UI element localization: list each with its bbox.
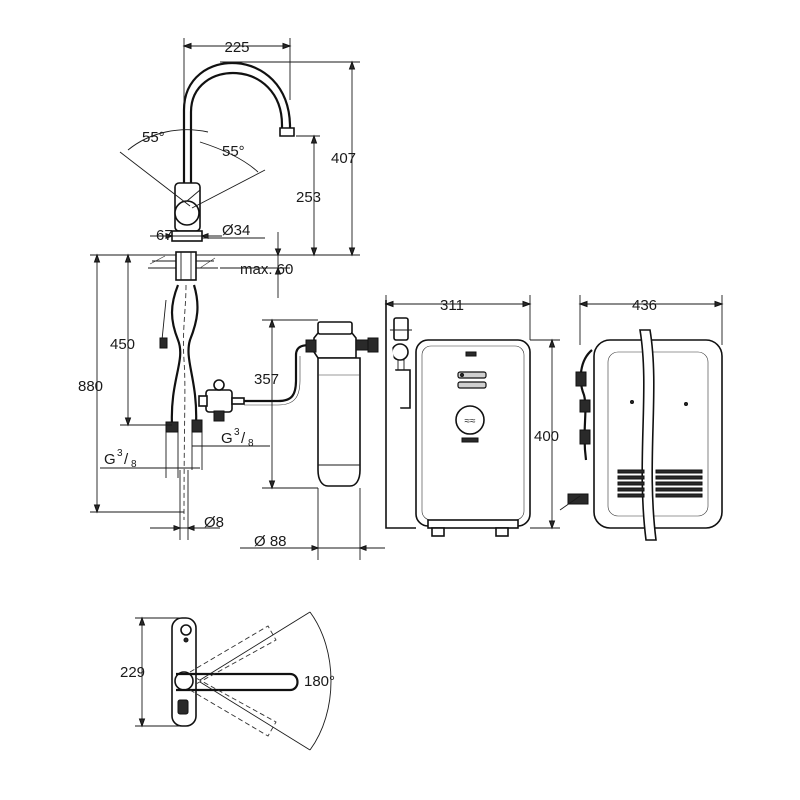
boiler-front: ≈≈ [385, 300, 531, 537]
boiler-side [559, 329, 723, 541]
faucet-handle [174, 200, 200, 226]
hose-center-dashed [182, 284, 187, 521]
svg-text:≈≈: ≈≈ [465, 416, 476, 427]
connection-left-g: G [104, 451, 116, 468]
dim-height-total: 407 [331, 150, 356, 167]
hose-left [170, 284, 182, 426]
filter-dimensions [240, 318, 385, 560]
hose-to-filter-inner [244, 356, 301, 406]
hose-fitting-left [165, 421, 179, 433]
dim-pipe-diameter: Ø8 [204, 514, 224, 531]
dim-base-diameter: Ø34 [222, 222, 250, 239]
connection-left-den: 8 [131, 459, 137, 470]
vent-grille-right [655, 469, 703, 498]
spout-inner [189, 71, 284, 185]
vent-grille-left [617, 469, 645, 498]
faucet-dimensions [90, 38, 360, 540]
dim-install-depth: 880 [78, 378, 103, 395]
dim-spout-reach: 225 [224, 39, 249, 56]
dim-hose-length: 450 [110, 336, 135, 353]
countertop-hatch-1 [149, 255, 166, 265]
spout-tip [279, 127, 295, 137]
dim-connection-right: G 3 / 8 [221, 427, 254, 449]
connection-right-slash: / [241, 430, 246, 447]
connection-right-den: 8 [248, 438, 254, 449]
boiler-front-dimensions [384, 295, 560, 530]
dim-filter-diameter: Ø 88 [254, 533, 287, 550]
dim-counter-thickness: max. 60 [240, 261, 293, 278]
dim-boiler-depth: 436 [632, 297, 657, 314]
dim-angle-right: 55° [222, 143, 245, 160]
dim-boiler-height: 400 [534, 428, 559, 445]
connection-left-slash: / [124, 451, 129, 468]
top-view-dimensions [135, 616, 180, 728]
dim-boiler-width: 311 [440, 297, 464, 314]
dim-filter-height: 357 [254, 371, 279, 388]
hose-to-filter [244, 343, 313, 403]
hose-right [187, 284, 199, 426]
connection-right-num: 3 [234, 427, 240, 438]
dim-handle-length: 229 [120, 664, 145, 681]
spout-outline [182, 62, 292, 185]
faucet-top-view [171, 611, 332, 751]
connection-left-num: 3 [117, 448, 123, 459]
angle-valve [198, 379, 245, 422]
countertop-hatch-2 [199, 257, 216, 269]
boiler-side-dimensions [578, 295, 724, 345]
dim-spout-height: 253 [296, 189, 321, 206]
dim-swivel-angle: 180° [304, 673, 335, 690]
faucet-side-view [148, 62, 313, 521]
mounting-shank [175, 251, 197, 281]
dim-base-offset: 67 [156, 227, 173, 244]
handle-lever [186, 189, 201, 202]
hose-fitting-right [191, 419, 203, 433]
dim-connection-left: G 3 / 8 [104, 448, 137, 470]
water-filter [305, 321, 379, 487]
connection-right-g: G [221, 430, 233, 447]
dim-angle-left: 55° [142, 129, 165, 146]
cable-connector [159, 337, 168, 349]
